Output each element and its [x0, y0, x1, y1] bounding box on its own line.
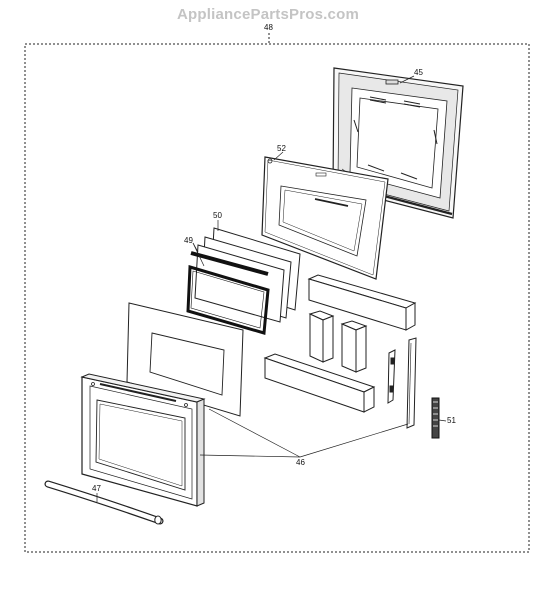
door-handle [44, 480, 164, 525]
insulation-blocks [263, 274, 417, 413]
side-channels [387, 337, 417, 429]
leader-lines [96, 75, 447, 502]
callout-51: 51 [447, 416, 456, 425]
watermark: AppliancePartsPros.com [177, 6, 359, 23]
callout-47: 47 [92, 484, 101, 493]
callout-50: 50 [213, 211, 222, 220]
assembly-frame [24, 33, 530, 553]
handle-end-cap [431, 397, 440, 439]
outer-door-panel [80, 373, 206, 507]
callout-52: 52 [277, 144, 286, 153]
door-liner-panel [261, 156, 389, 280]
callout-48: 48 [264, 23, 273, 32]
callout-49: 49 [184, 236, 193, 245]
middle-glass-panel [126, 302, 244, 417]
door-gaskets [186, 251, 270, 335]
callout-45: 45 [414, 68, 423, 77]
callout-46: 46 [296, 458, 305, 467]
